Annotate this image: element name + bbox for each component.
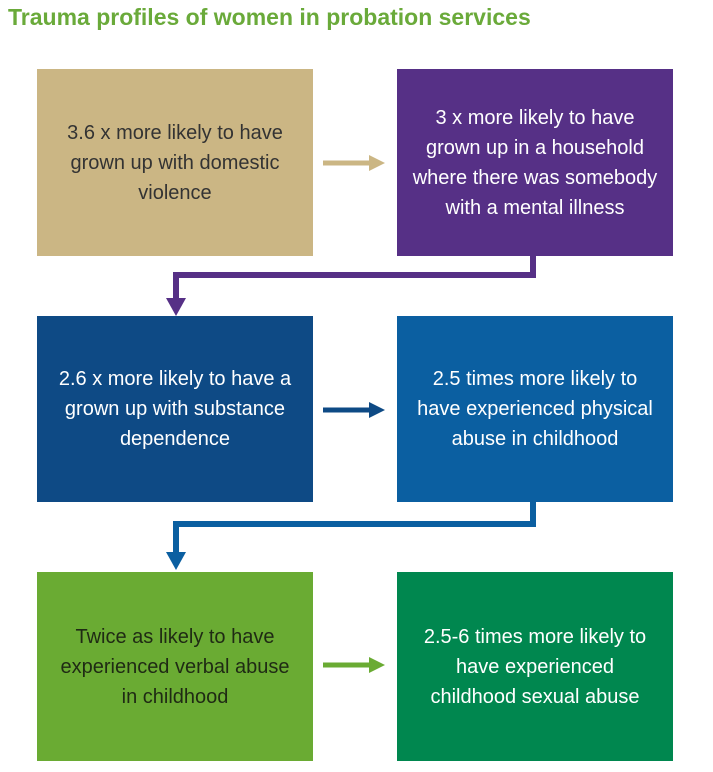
box-text: Twice as likely to have experienced verb… [60, 625, 290, 708]
arrow-b1-b2 [323, 155, 385, 171]
arrow-b3-b4 [323, 402, 385, 418]
box-text: 2.5 times more likely to have experience… [417, 368, 653, 450]
page-title: Trauma profiles of women in probation se… [8, 4, 531, 30]
arrow-b2-b3 [166, 256, 536, 316]
box-mental-illness: 3 x more likely to have grown up in a ho… [397, 69, 673, 256]
box-text: 2.6 x more likely to have a grown up wit… [58, 368, 292, 450]
box-text: 3 x more likely to have grown up in a ho… [412, 106, 658, 219]
box-verbal-abuse: Twice as likely to have experienced verb… [37, 572, 313, 761]
box-text: 2.5-6 times more likely to have experien… [423, 625, 647, 708]
box-physical-abuse: 2.5 times more likely to have experience… [397, 316, 673, 502]
box-sexual-abuse: 2.5-6 times more likely to have experien… [397, 572, 673, 761]
arrow-b5-b6 [323, 657, 385, 673]
arrow-b4-b5 [166, 502, 536, 570]
box-substance-dependence: 2.6 x more likely to have a grown up wit… [37, 316, 313, 502]
box-text: 3.6 x more likely to have grown up with … [67, 121, 283, 204]
box-domestic-violence: 3.6 x more likely to have grown up with … [37, 69, 313, 256]
